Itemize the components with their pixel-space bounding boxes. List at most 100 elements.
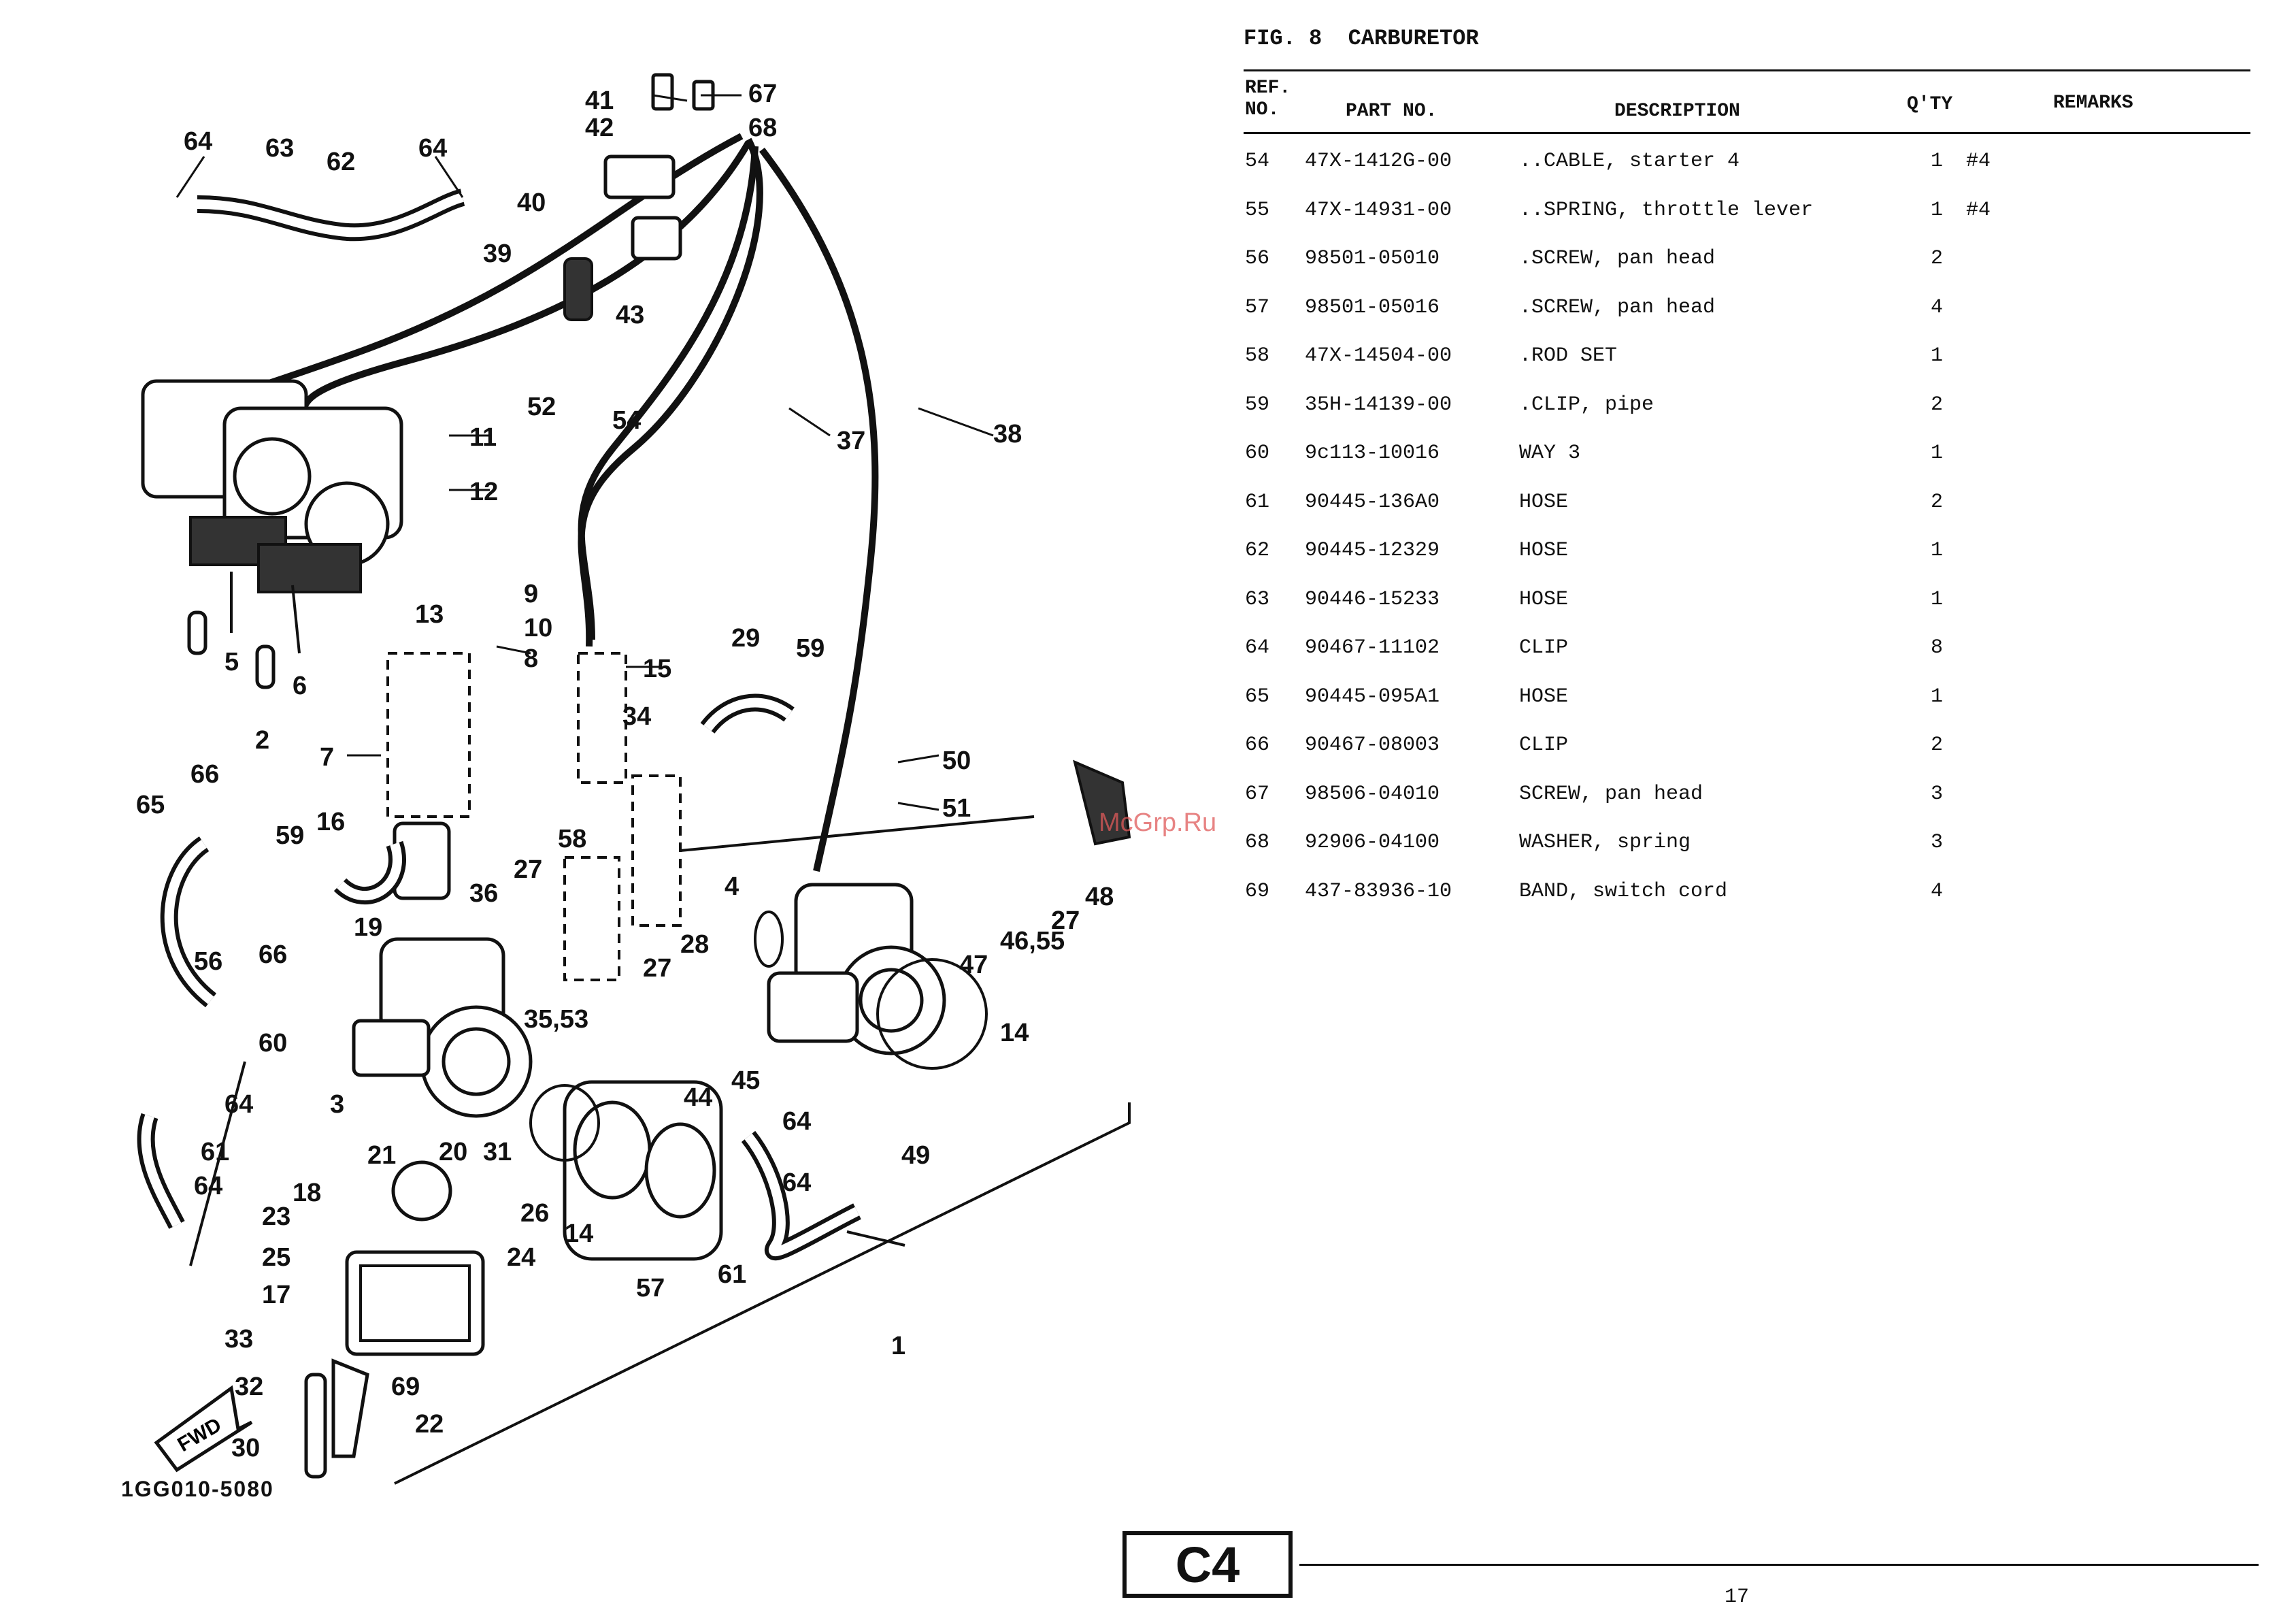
callout: 34 — [622, 702, 651, 731]
callout: 54 — [612, 406, 641, 435]
callout: 8 — [524, 644, 538, 673]
callout: 23 — [262, 1202, 290, 1231]
switch-part-40 — [603, 154, 676, 199]
callout: 3 — [330, 1090, 344, 1119]
header-remarks: REMARKS — [2053, 93, 2133, 114]
callout: 60 — [259, 1029, 287, 1058]
table-header-rule — [1244, 132, 2250, 134]
cell-desc: .CLIP, pipe — [1519, 393, 1654, 416]
callout: 43 — [616, 301, 644, 329]
callout: 16 — [316, 808, 345, 836]
cell-ref: 67 — [1245, 782, 1270, 806]
group-box-34 — [631, 774, 682, 927]
carburetor-assembly-top — [141, 379, 403, 689]
cell-ref: 63 — [1245, 587, 1270, 611]
cell-qty: 3 — [1931, 831, 1944, 854]
cell-qty: 1 — [1931, 198, 1944, 222]
exploded-diagram: 64 63 62 64 41 67 42 68 40 39 43 52 54 3… — [121, 73, 1131, 1501]
cell-desc: WASHER, spring — [1519, 831, 1691, 854]
callout: 26 — [520, 1199, 549, 1228]
callout: 27 — [643, 954, 671, 983]
callout: 32 — [235, 1373, 263, 1401]
cell-part: 9c113-10016 — [1305, 442, 1440, 465]
callout: 69 — [391, 1373, 420, 1401]
callout: 51 — [942, 794, 971, 823]
cell-part: 90445-136A0 — [1305, 490, 1440, 514]
header-qty: Q'TY — [1907, 94, 1953, 115]
header-description: DESCRIPTION — [1614, 101, 1740, 122]
callout: 64 — [418, 134, 447, 163]
page-number: 17 — [1725, 1586, 1750, 1609]
cell-part: 98501-05010 — [1305, 247, 1440, 270]
callout: 13 — [415, 600, 444, 629]
callout: 49 — [901, 1141, 930, 1170]
callout: 68 — [748, 114, 777, 142]
callout: 40 — [517, 188, 546, 217]
cell-ref: 65 — [1245, 685, 1270, 708]
callout: 64 — [194, 1172, 222, 1200]
float-bowl-assembly — [304, 1160, 485, 1479]
header-ref-no: REF. NO. — [1245, 78, 1291, 120]
cell-part: 437-83936-10 — [1305, 879, 1452, 903]
callout: 22 — [415, 1410, 444, 1439]
fwd-label: FWD — [173, 1413, 225, 1456]
cell-desc: HOSE — [1519, 587, 1569, 611]
cell-part: 98501-05016 — [1305, 295, 1440, 319]
cell-ref: 54 — [1245, 150, 1270, 173]
cell-desc: .ROD SET — [1519, 344, 1618, 367]
callout: 64 — [184, 127, 212, 156]
cell-desc: .SCREW, pan head — [1519, 247, 1716, 270]
group-box-7 — [386, 652, 471, 818]
callout: 64 — [224, 1090, 253, 1119]
callout: 56 — [194, 947, 222, 976]
cell-qty: 2 — [1931, 393, 1944, 416]
callout: 39 — [483, 240, 512, 268]
callout: 33 — [224, 1325, 253, 1354]
header-part-no: PART NO. — [1346, 101, 1437, 122]
callout: 65 — [136, 791, 165, 819]
callout: 14 — [565, 1219, 593, 1248]
callout: 48 — [1085, 883, 1114, 911]
callout: 64 — [782, 1107, 811, 1136]
callout: 20 — [439, 1138, 467, 1166]
cell-part: 47X-14504-00 — [1305, 344, 1452, 367]
callout: 30 — [231, 1434, 260, 1462]
cell-part: 98506-04010 — [1305, 782, 1440, 806]
section-code-box: C4 — [1122, 1531, 1293, 1598]
cell-ref: 61 — [1245, 490, 1270, 514]
cell-desc: CLIP — [1519, 734, 1569, 757]
cell-qty: 1 — [1931, 344, 1944, 367]
callout: 28 — [680, 930, 709, 959]
callout: 29 — [731, 624, 760, 653]
cell-ref: 69 — [1245, 879, 1270, 903]
callout: 38 — [993, 420, 1022, 448]
cell-part: 90446-15233 — [1305, 587, 1440, 611]
callout: 35,53 — [524, 1005, 588, 1034]
cell-desc: HOSE — [1519, 685, 1569, 708]
callout: 36 — [469, 879, 498, 908]
callout: 61 — [718, 1260, 746, 1289]
callout: 47 — [959, 951, 988, 979]
callout: 10 — [524, 614, 552, 642]
cell-qty: 1 — [1931, 587, 1944, 611]
cell-part: 92906-04100 — [1305, 831, 1440, 854]
callout: 25 — [262, 1243, 290, 1272]
cell-part: 90467-11102 — [1305, 636, 1440, 659]
cell-qty: 4 — [1931, 879, 1944, 903]
callout: 61 — [201, 1138, 229, 1166]
callout: 59 — [796, 634, 825, 663]
cable-37b — [578, 137, 763, 647]
cell-desc: ..CABLE, starter 4 — [1519, 150, 1740, 173]
watermark: McGrp.Ru — [1099, 808, 1217, 837]
cell-ref: 60 — [1245, 442, 1270, 465]
